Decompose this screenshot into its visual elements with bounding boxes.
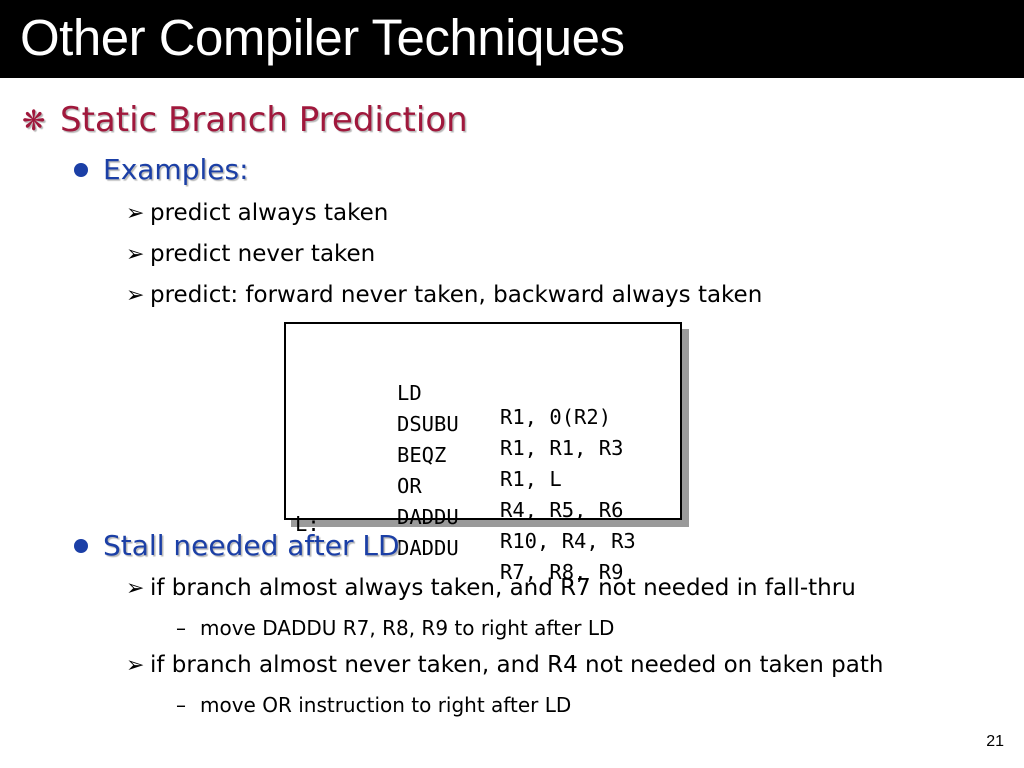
example-item: ➢ predict never taken <box>126 241 375 267</box>
page-number: 21 <box>986 733 1004 750</box>
stall-subitem-text: move OR instruction to right after LD <box>200 693 572 717</box>
code-operands: R1, L <box>500 467 562 491</box>
code-line: L: DADDU R7, R8, R9 <box>286 488 680 584</box>
slide-title: Other Compiler Techniques <box>20 9 625 66</box>
bullet-dot-icon <box>74 162 88 177</box>
code-operands: R7, R8, R9 <box>500 560 624 584</box>
heading-text: Static Branch Prediction <box>60 100 468 140</box>
code-opcode: OR <box>397 474 422 498</box>
bullet-dot-icon <box>74 538 88 553</box>
code-line: BEQZ R1, L <box>286 395 680 491</box>
code-line: DSUBU R1, R1, R3 <box>286 364 680 460</box>
bullet-text: Stall needed after LD <box>103 529 400 562</box>
code-opcode: DSUBU <box>397 412 459 436</box>
code-operands: R1, 0(R2) <box>500 405 612 429</box>
bullet-examples: Examples: <box>74 153 249 186</box>
arrow-bullet-icon: ➢ <box>126 575 145 601</box>
stall-subitem-text: move DADDU R7, R8, R9 to right after LD <box>200 616 615 640</box>
arrow-bullet-icon: ➢ <box>126 282 145 308</box>
dash-bullet-icon: – <box>176 616 186 640</box>
arrow-bullet-icon: ➢ <box>126 200 145 226</box>
asterisk-icon: ❋ <box>22 103 46 137</box>
code-listing: LD R1, 0(R2) DSUBU R1, R1, R3 BEQZ R1, L… <box>284 322 682 584</box>
example-item-text: predict: forward never taken, backward a… <box>150 282 763 308</box>
dash-bullet-icon: – <box>176 693 186 717</box>
stall-item: ➢ if branch almost never taken, and R4 n… <box>126 652 883 678</box>
example-item-text: predict never taken <box>150 241 376 267</box>
code-opcode: DADDU <box>397 505 459 529</box>
code-opcode: BEQZ <box>397 443 447 467</box>
stall-item-text: if branch almost never taken, and R4 not… <box>150 652 884 678</box>
code-label: L: <box>295 512 320 536</box>
code-line: LD R1, 0(R2) <box>286 333 680 429</box>
code-line: OR R4, R5, R6 <box>286 426 680 522</box>
stall-item: ➢ if branch almost always taken, and R7 … <box>126 575 856 601</box>
example-item-text: predict always taken <box>150 200 389 226</box>
stall-item-text: if branch almost always taken, and R7 no… <box>150 575 856 601</box>
code-line: DADDU R10, R4, R3 <box>286 457 680 553</box>
stall-subitem: – move OR instruction to right after LD <box>176 693 571 717</box>
code-operands: R4, R5, R6 <box>500 498 624 522</box>
arrow-bullet-icon: ➢ <box>126 241 145 267</box>
arrow-bullet-icon: ➢ <box>126 652 145 678</box>
example-item: ➢ predict: forward never taken, backward… <box>126 282 762 308</box>
code-opcode: DADDU <box>397 536 459 560</box>
stall-subitem: – move DADDU R7, R8, R9 to right after L… <box>176 616 614 640</box>
example-item: ➢ predict always taken <box>126 200 388 226</box>
code-operands: R1, R1, R3 <box>500 436 624 460</box>
bullet-text: Examples: <box>103 153 249 186</box>
code-operands: R10, R4, R3 <box>500 529 636 553</box>
bullet-stall: Stall needed after LD <box>74 529 400 562</box>
heading-static-branch-prediction: ❋ Static Branch Prediction <box>22 100 468 140</box>
code-opcode: LD <box>397 381 422 405</box>
title-bar: Other Compiler Techniques <box>0 0 1024 78</box>
